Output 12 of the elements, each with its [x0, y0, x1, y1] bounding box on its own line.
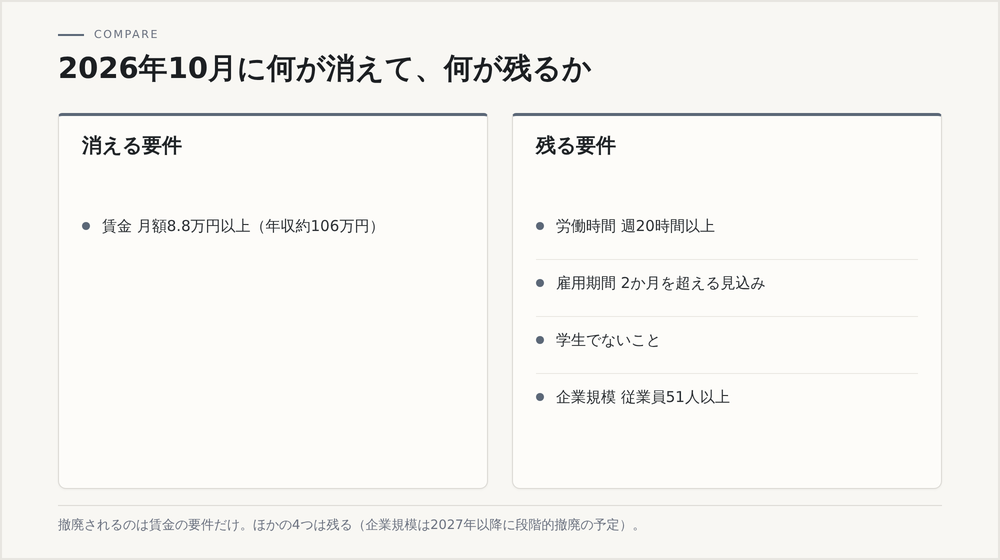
title: 2026年10月に何が消えて、何が残るか	[58, 50, 592, 87]
list-item: 賃金 月額8.8万円以上（年収約106万円）	[102, 216, 384, 237]
card-heading: 消える要件	[82, 132, 182, 158]
list-item: 労働時間 週20時間以上	[556, 216, 715, 237]
card-heading: 残る要件	[536, 132, 616, 158]
list-item: 雇用期間 2か月を超える見込み	[556, 273, 766, 294]
caption: 撤廃されるのは賃金の要件だけ。ほかの4つは残る（企業規模は2027年以降に段階的撤廃の予定）。	[58, 517, 646, 535]
card	[58, 113, 488, 489]
list-item: 企業規模 従業員51人以上	[556, 387, 730, 408]
card	[512, 113, 942, 489]
list-item: 学生でないこと	[556, 330, 661, 351]
kicker-text: COMPARE	[94, 27, 160, 43]
